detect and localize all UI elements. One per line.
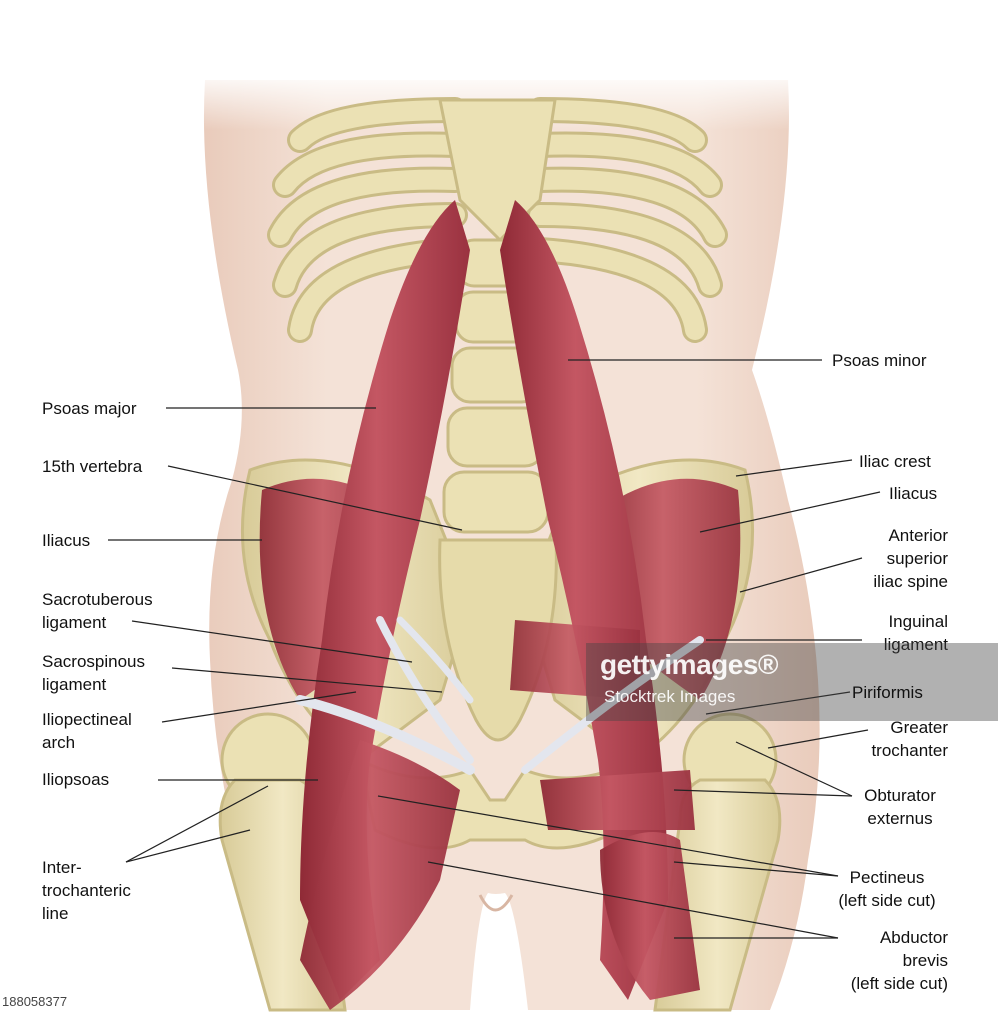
label-line: Inter- bbox=[42, 858, 82, 877]
label-line: Abductor bbox=[879, 928, 948, 947]
label-line: Pectineus bbox=[849, 868, 925, 887]
label-iliopsoas: Iliopsoas bbox=[42, 770, 110, 789]
watermark-credit: Stocktrek Images bbox=[604, 687, 736, 706]
spine bbox=[442, 238, 550, 534]
label-line: Sacrotuberous bbox=[42, 590, 153, 609]
watermark: gettyimages® Stocktrek Images bbox=[586, 643, 998, 721]
label-anterior-superior-iliac-spine: Anterior superior iliac spine bbox=[842, 524, 948, 593]
label-line: Iliopectineal bbox=[42, 710, 132, 729]
label-iliac-crest: Iliac crest bbox=[859, 452, 931, 471]
label-line: ligament bbox=[883, 635, 948, 654]
label-piriformis: Piriformis bbox=[852, 683, 923, 702]
label-line: trochanteric bbox=[42, 881, 131, 900]
label-line: ligament bbox=[42, 613, 107, 632]
thigh-muscles bbox=[300, 620, 700, 1010]
label-line: Inguinal bbox=[888, 612, 948, 631]
label-line: line bbox=[42, 904, 69, 923]
label-line: (left side cut) bbox=[850, 974, 948, 993]
watermark-brand: gettyimages® bbox=[600, 649, 779, 680]
label-15th-vertebra: 15th vertebra bbox=[42, 457, 143, 476]
label-line: (left side cut) bbox=[838, 891, 936, 910]
label-sacrotuberous-ligament: Sacrotuberous ligament bbox=[42, 588, 153, 634]
label-intertrochanteric-line: Inter- trochanteric line bbox=[42, 856, 131, 925]
leader-lines bbox=[108, 359, 881, 939]
label-line: Sacrospinous bbox=[42, 652, 146, 671]
label-line: ligament bbox=[42, 675, 107, 694]
ribcage bbox=[267, 97, 728, 343]
label-iliacus-right: Iliacus bbox=[889, 484, 938, 503]
label-line: Anterior bbox=[888, 526, 948, 545]
label-line: Greater bbox=[890, 718, 948, 737]
ligaments bbox=[295, 616, 704, 775]
label-line: externus bbox=[867, 809, 933, 828]
label-pectineus: Pectineus (left side cut) bbox=[826, 866, 948, 912]
label-line: superior bbox=[886, 549, 948, 568]
label-line: iliac spine bbox=[873, 572, 948, 591]
label-line: brevis bbox=[902, 951, 948, 970]
label-obturator-externus: Obturator externus bbox=[852, 784, 948, 830]
label-greater-trochanter: Greater trochanter bbox=[842, 716, 948, 762]
label-line: Obturator bbox=[864, 786, 936, 805]
label-psoas-minor: Psoas minor bbox=[832, 351, 927, 370]
label-iliopectineal-arch: Iliopectineal arch bbox=[42, 708, 132, 754]
label-inguinal-ligament: Inguinal ligament bbox=[842, 610, 948, 656]
label-iliacus-left: Iliacus bbox=[42, 531, 91, 550]
label-abductor-brevis: Abductor brevis (left side cut) bbox=[826, 926, 948, 995]
label-line: trochanter bbox=[871, 741, 948, 760]
label-line: arch bbox=[42, 733, 76, 752]
image-id: 188058377 bbox=[2, 994, 68, 1009]
label-sacrospinous-ligament: Sacrospinous ligament bbox=[42, 650, 145, 696]
label-psoas-major: Psoas major bbox=[42, 399, 137, 418]
